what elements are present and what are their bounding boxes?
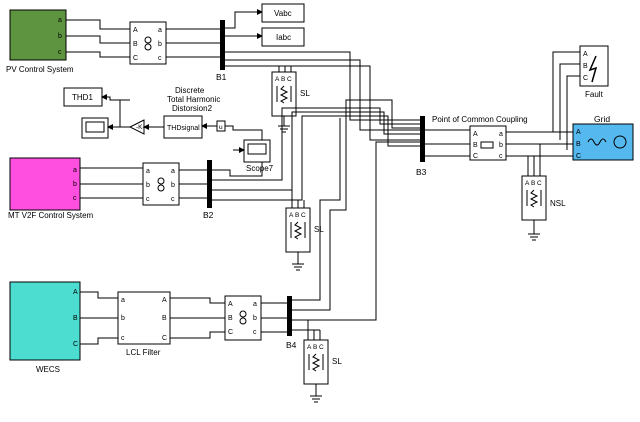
lcl-filter-label: LCL Filter	[126, 348, 161, 357]
svg-text:A: A	[583, 51, 588, 58]
mt-source-block[interactable]	[9, 157, 81, 211]
grid-label: Grid	[594, 114, 610, 124]
sl-label-b1: SL	[300, 89, 310, 98]
vabc-block[interactable]	[261, 3, 305, 23]
svg-text:c: c	[146, 196, 150, 203]
lightning-icon	[588, 55, 598, 83]
sl-label-b2: SL	[314, 225, 324, 234]
pv-port-b: b	[58, 33, 62, 40]
svg-text:a: a	[158, 27, 162, 34]
svg-text:C: C	[133, 55, 138, 62]
svg-text:b: b	[146, 182, 150, 189]
vabc-label: Vabc	[274, 9, 292, 18]
thd-title-2: Total Harmonic	[167, 95, 220, 104]
svg-text:b: b	[158, 41, 162, 48]
iabc-label: Iabc	[276, 33, 291, 42]
pv-source-block[interactable]	[9, 9, 67, 61]
mt-label: MT V2F Control System	[8, 211, 94, 220]
svg-text:C: C	[162, 335, 167, 342]
bus-b4-label: B4	[286, 340, 297, 350]
svg-text:A: A	[228, 301, 233, 308]
sine-icon	[587, 138, 607, 146]
svg-text:b: b	[171, 182, 175, 189]
svg-text:u: u	[219, 124, 223, 131]
svg-text:A: A	[162, 297, 167, 304]
svg-text:C: C	[583, 75, 588, 82]
scope7-label: Scope7	[246, 164, 274, 173]
svg-text:B: B	[228, 315, 233, 322]
svg-text:A: A	[576, 129, 581, 136]
pv-port-c: c	[58, 49, 62, 56]
pv-label: PV Control System	[6, 65, 74, 74]
thd-title-3: Distorsion2	[172, 104, 213, 113]
bus-b2-label: B2	[203, 210, 214, 220]
svg-text:b: b	[253, 315, 257, 322]
svg-text:c: c	[73, 195, 77, 202]
bus-b4[interactable]	[287, 296, 292, 336]
svg-text:a: a	[121, 297, 125, 304]
svg-text:C: C	[576, 153, 581, 160]
svg-text:B: B	[576, 141, 581, 148]
bus-b1[interactable]	[220, 20, 225, 70]
bus-b1-label: B1	[216, 72, 227, 82]
nsl-load[interactable]	[521, 175, 547, 221]
svg-text:B: B	[73, 315, 78, 322]
svg-text:B: B	[473, 142, 478, 149]
iabc-block[interactable]	[261, 27, 305, 47]
fault-label: Fault	[585, 90, 604, 99]
gain-label: -K-	[136, 124, 145, 131]
svg-text:a: a	[499, 131, 503, 138]
bus-b2[interactable]	[207, 160, 212, 208]
svg-text:C: C	[73, 341, 78, 348]
sl-load-b2[interactable]	[285, 207, 311, 253]
svg-text:C: C	[228, 329, 233, 336]
pcc-breaker[interactable]	[469, 125, 507, 161]
svg-text:c: c	[253, 329, 257, 336]
svg-text:C: C	[473, 153, 478, 160]
nsl-label: NSL	[550, 199, 566, 208]
thd-title-1: Discrete	[175, 86, 205, 95]
svg-text:a: a	[73, 167, 77, 174]
svg-text:b: b	[499, 142, 503, 149]
svg-text:b: b	[73, 181, 77, 188]
svg-text:c: c	[121, 335, 125, 342]
fault-block[interactable]	[579, 45, 609, 87]
svg-text:a: a	[253, 301, 257, 308]
svg-text:a: a	[171, 168, 175, 175]
pcc-label: Point of Common Coupling	[432, 115, 528, 124]
sl-label-b4: SL	[332, 357, 342, 366]
sl-load-b1[interactable]	[271, 71, 297, 117]
thd-block-label: THDsignal	[167, 125, 200, 132]
svg-text:A: A	[473, 131, 478, 138]
svg-text:A: A	[73, 289, 78, 296]
pv-port-a: a	[58, 17, 62, 24]
grid-block[interactable]	[572, 123, 634, 161]
sl-load-b4[interactable]	[303, 339, 329, 385]
bus-b3[interactable]	[420, 116, 425, 162]
svg-text:c: c	[158, 55, 162, 62]
svg-text:B: B	[133, 41, 138, 48]
svg-text:B: B	[162, 315, 167, 322]
svg-text:A: A	[133, 27, 138, 34]
thd1-label: THD1	[72, 93, 93, 102]
svg-text:c: c	[171, 196, 175, 203]
svg-text:a: a	[146, 168, 150, 175]
svg-text:B: B	[583, 63, 588, 70]
svg-text:b: b	[121, 315, 125, 322]
bus-b3-label: B3	[416, 167, 427, 177]
svg-text:c: c	[499, 153, 503, 160]
wecs-label: WECS	[36, 365, 60, 374]
wecs-source-block[interactable]	[9, 281, 81, 361]
